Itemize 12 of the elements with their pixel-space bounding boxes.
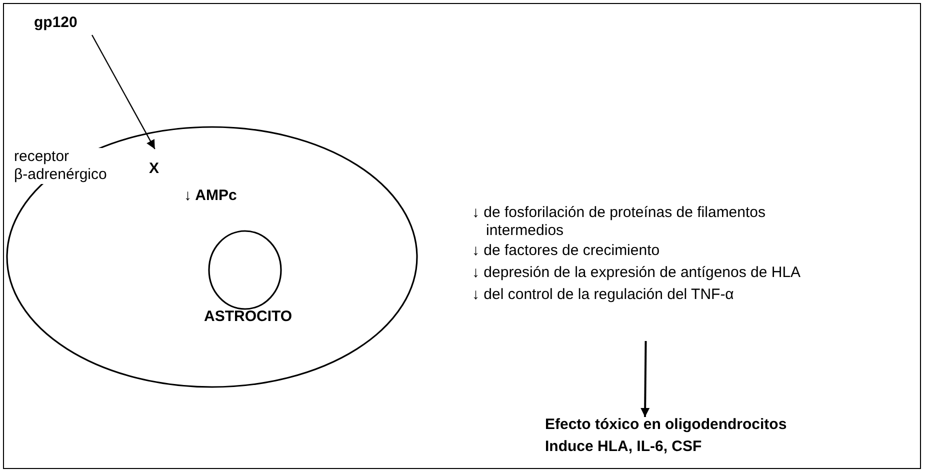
effect-text: ↓ depresión de la expresión de antígenos de HLA — [472, 264, 801, 282]
arrow — [640, 340, 650, 418]
arrow — [91, 34, 156, 150]
effect-text: ↓ del control de la regulación del TNF-α — [472, 286, 734, 304]
measurement-label: ↓ AMPc — [184, 187, 237, 205]
outcome-text: Efecto tóxico en oligodendrocitos — [545, 416, 787, 434]
effect-text: ↓ de fosforilación de proteínas de filamentos intermedios — [472, 204, 766, 240]
effect-text: ↓ de factores de crecimiento — [472, 242, 660, 260]
outcome-text: Induce HLA, IL-6, CSF — [545, 438, 702, 456]
receptor-mark: X — [149, 160, 160, 178]
cell-label: ASTROCITO — [204, 308, 292, 326]
antigen-label: gp120 — [34, 14, 78, 32]
